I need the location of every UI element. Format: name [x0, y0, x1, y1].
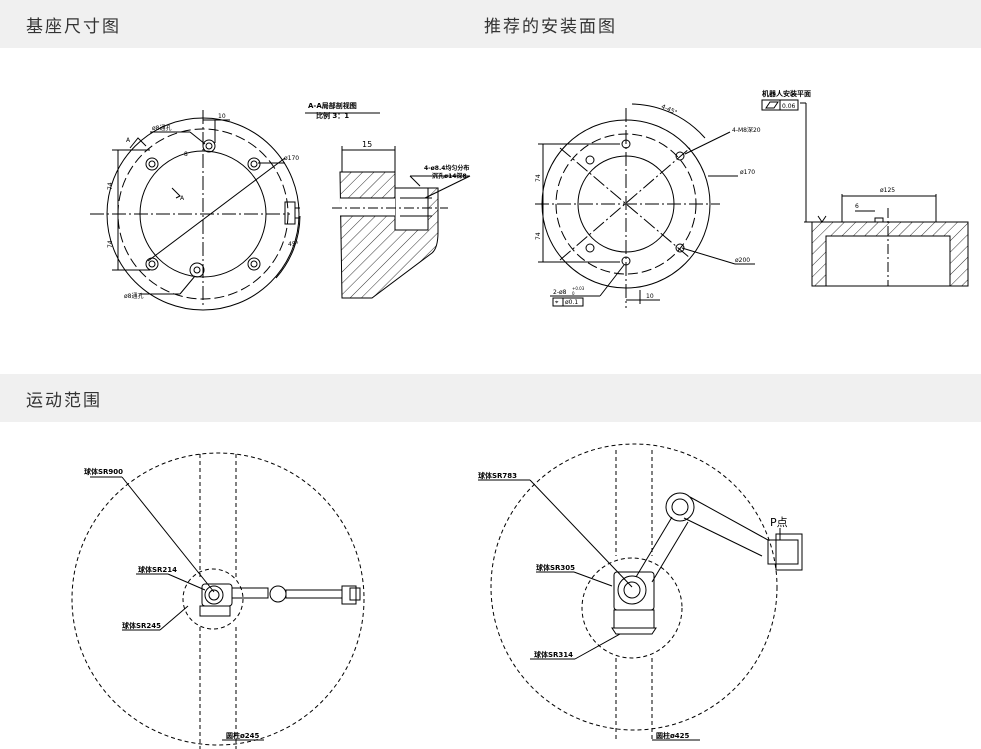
mount-dia-125-label: ø125	[880, 187, 895, 194]
inner-sphere-left	[182, 568, 244, 630]
section-mark-a1: A	[126, 137, 131, 144]
dim-8-label: 8	[184, 151, 188, 158]
hole-label-top: ø8通孔	[152, 124, 172, 132]
label-sr214: 球体SR214	[138, 565, 177, 574]
mount-pin-tol-upper: +0.03	[572, 286, 585, 291]
mount-position-symbol: ⌖	[555, 299, 559, 306]
mount-side-labels: 机器人安装平面 0.06 ø125 6	[762, 89, 895, 210]
angle-45-label: 45°	[288, 241, 299, 248]
inner-sphere-right	[581, 557, 683, 659]
mount-angle-label: 4-45°	[660, 103, 678, 116]
mount-74-top-label: 74	[535, 174, 542, 182]
robot-arm-right	[611, 492, 803, 635]
mount-position-tol: ø0.1	[565, 299, 578, 306]
label-cylinder-right: 圆柱ø425	[656, 731, 690, 740]
hole-label-bottom: ø8通孔	[124, 292, 144, 300]
mounting-surface-title: 推荐的安装面图	[484, 17, 617, 37]
mount-dia-200-label: ø200	[735, 257, 750, 264]
section-mark-a2: A	[180, 195, 185, 202]
mount-bolt-holes	[585, 139, 685, 266]
motion-range-title: 运动范围	[26, 391, 102, 411]
mount-74-bottom-label: 74	[535, 232, 542, 240]
mount-dia-170-label: ø170	[740, 169, 755, 176]
section-labels: A-A局部剖视图 比例 3：1 15 4-ø8.4均匀分布 沉孔ø14深8	[308, 101, 469, 180]
dim-74-bottom-label: 74	[107, 240, 114, 248]
robot-arm-left	[199, 583, 361, 617]
header-bar-motion: 运动范围	[0, 374, 981, 422]
label-sr900: 球体SR900	[84, 467, 123, 476]
top-drawings: ø8通孔 ø8通孔 A A 10 8 ø170 45° 74 74 A-A局部剖…	[90, 89, 969, 311]
hole-note-2: 沉孔ø14深8	[432, 172, 467, 180]
header-bar-top: 基座尺寸图 推荐的安装面图	[0, 0, 981, 48]
base-plan-view	[90, 110, 301, 311]
mount-dim-10-label: 10	[646, 293, 654, 300]
mount-side-section	[761, 99, 969, 287]
reach-sphere-left	[71, 452, 365, 746]
label-sr305: 球体SR305	[536, 563, 575, 572]
dim-10-label: 10	[218, 113, 226, 120]
motion-left-labels: 球体SR900 球体SR214 球体SR245 圆柱ø245	[84, 467, 260, 740]
dim-15-label: 15	[362, 140, 372, 149]
mount-flat-title: 机器人安装平面	[762, 89, 811, 98]
mount-dim-6-label: 6	[855, 203, 859, 210]
base-dimension-title: 基座尺寸图	[26, 17, 121, 37]
base-bolt-holes	[145, 139, 261, 278]
label-sr245: 球体SR245	[122, 621, 161, 630]
reach-sphere-right	[490, 443, 778, 731]
dia-170-label: ø170	[284, 155, 299, 162]
motion-left	[71, 452, 365, 749]
mount-pin-tol-lower: 0	[572, 291, 575, 296]
label-sr314: 球体SR314	[534, 650, 573, 659]
mount-m8-label: 4-M8深20	[732, 126, 761, 134]
dim-74-top-label: 74	[107, 182, 114, 190]
mount-pin-hole-label: 2-ø8	[553, 289, 567, 296]
mount-plan-view	[535, 103, 755, 308]
section-title: A-A局部剖视图	[308, 101, 357, 110]
motion-right	[478, 443, 803, 741]
label-cylinder-left: 圆柱ø245	[226, 731, 260, 740]
section-scale: 比例 3：1	[316, 111, 349, 120]
base-plan-labels: ø8通孔 ø8通孔 A A 10 8 ø170 45° 74 74	[107, 113, 299, 300]
mount-flat-tol: 0.06	[782, 103, 796, 110]
motion-right-labels: 球体SR783 球体SR305 球体SR314 P点 圆柱ø425	[478, 471, 788, 740]
label-sr783: 球体SR783	[478, 471, 517, 480]
hole-note-1: 4-ø8.4均匀分布	[424, 164, 469, 172]
section-view	[305, 112, 471, 299]
label-p-point: P点	[770, 516, 788, 529]
motion-drawings: 球体SR900 球体SR214 球体SR245 圆柱ø245	[71, 443, 803, 749]
